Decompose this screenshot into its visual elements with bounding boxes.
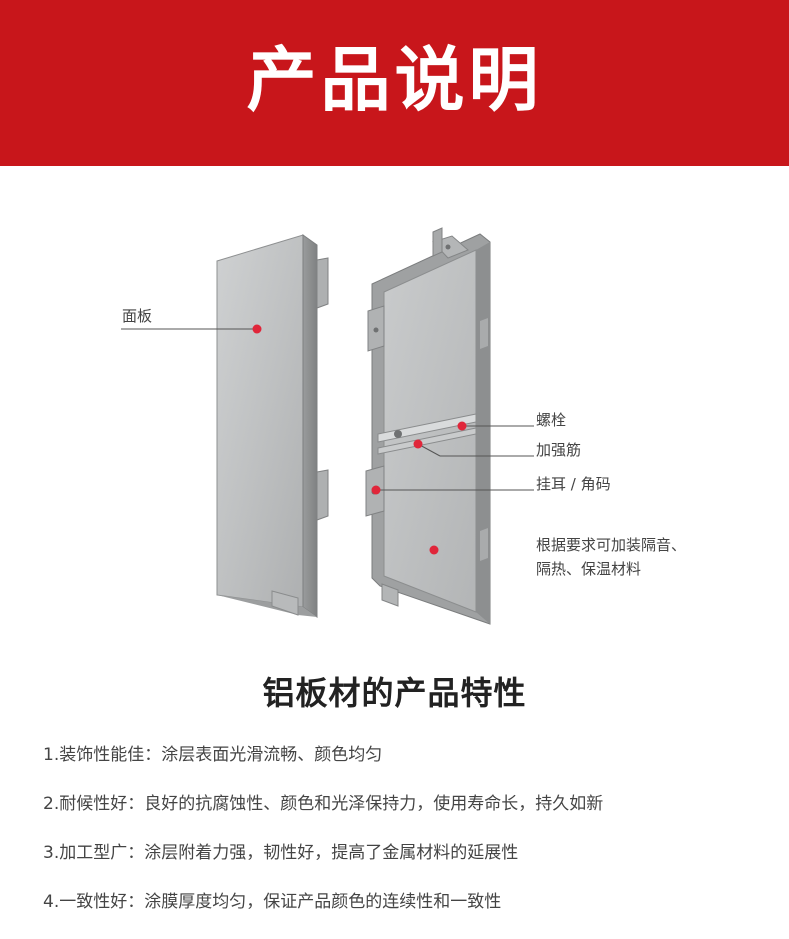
label-stiffener: 加强筋 bbox=[536, 441, 582, 459]
front-panel bbox=[216, 234, 329, 618]
bracket-marker bbox=[371, 485, 381, 495]
feature-item: 3.加工型广：涂层附着力强，韧性好，提高了金属材料的延展性 bbox=[43, 843, 519, 863]
section-title: 铝板材的产品特性 bbox=[262, 674, 527, 712]
header-banner: 产品说明 bbox=[0, 0, 789, 166]
feature-list: 1.装饰性能佳：涂层表面光滑流畅、颜色均匀 2.耐候性好：良好的抗腐蚀性、颜色和… bbox=[43, 740, 783, 936]
stiffener-marker bbox=[413, 439, 423, 449]
label-note-line2: 隔热、保温材料 bbox=[536, 560, 642, 578]
markers bbox=[252, 324, 467, 555]
aluminum-panel-illustration bbox=[121, 227, 534, 625]
product-diagram: 面板 螺栓 加强筋 挂耳 / 角码 根据要求可加装隔音、 隔热、保温材料 bbox=[0, 166, 789, 656]
bolt-marker bbox=[457, 421, 467, 431]
label-note-line1: 根据要求可加装隔音、 bbox=[536, 536, 687, 554]
label-bracket: 挂耳 / 角码 bbox=[536, 475, 611, 493]
feature-item: 4.一致性好：涂膜厚度均匀，保证产品颜色的连续性和一致性 bbox=[43, 892, 502, 912]
label-panel: 面板 bbox=[122, 307, 153, 325]
insulation-marker bbox=[429, 545, 439, 555]
page-title: 产品说明 bbox=[246, 39, 543, 121]
panel-marker bbox=[252, 324, 262, 334]
back-panel bbox=[365, 227, 491, 625]
feature-item: 2.耐候性好：良好的抗腐蚀性、颜色和光泽保持力，使用寿命长，持久如新 bbox=[43, 794, 604, 814]
label-bolt: 螺栓 bbox=[536, 411, 567, 429]
feature-item: 1.装饰性能佳：涂层表面光滑流畅、颜色均匀 bbox=[43, 745, 383, 765]
